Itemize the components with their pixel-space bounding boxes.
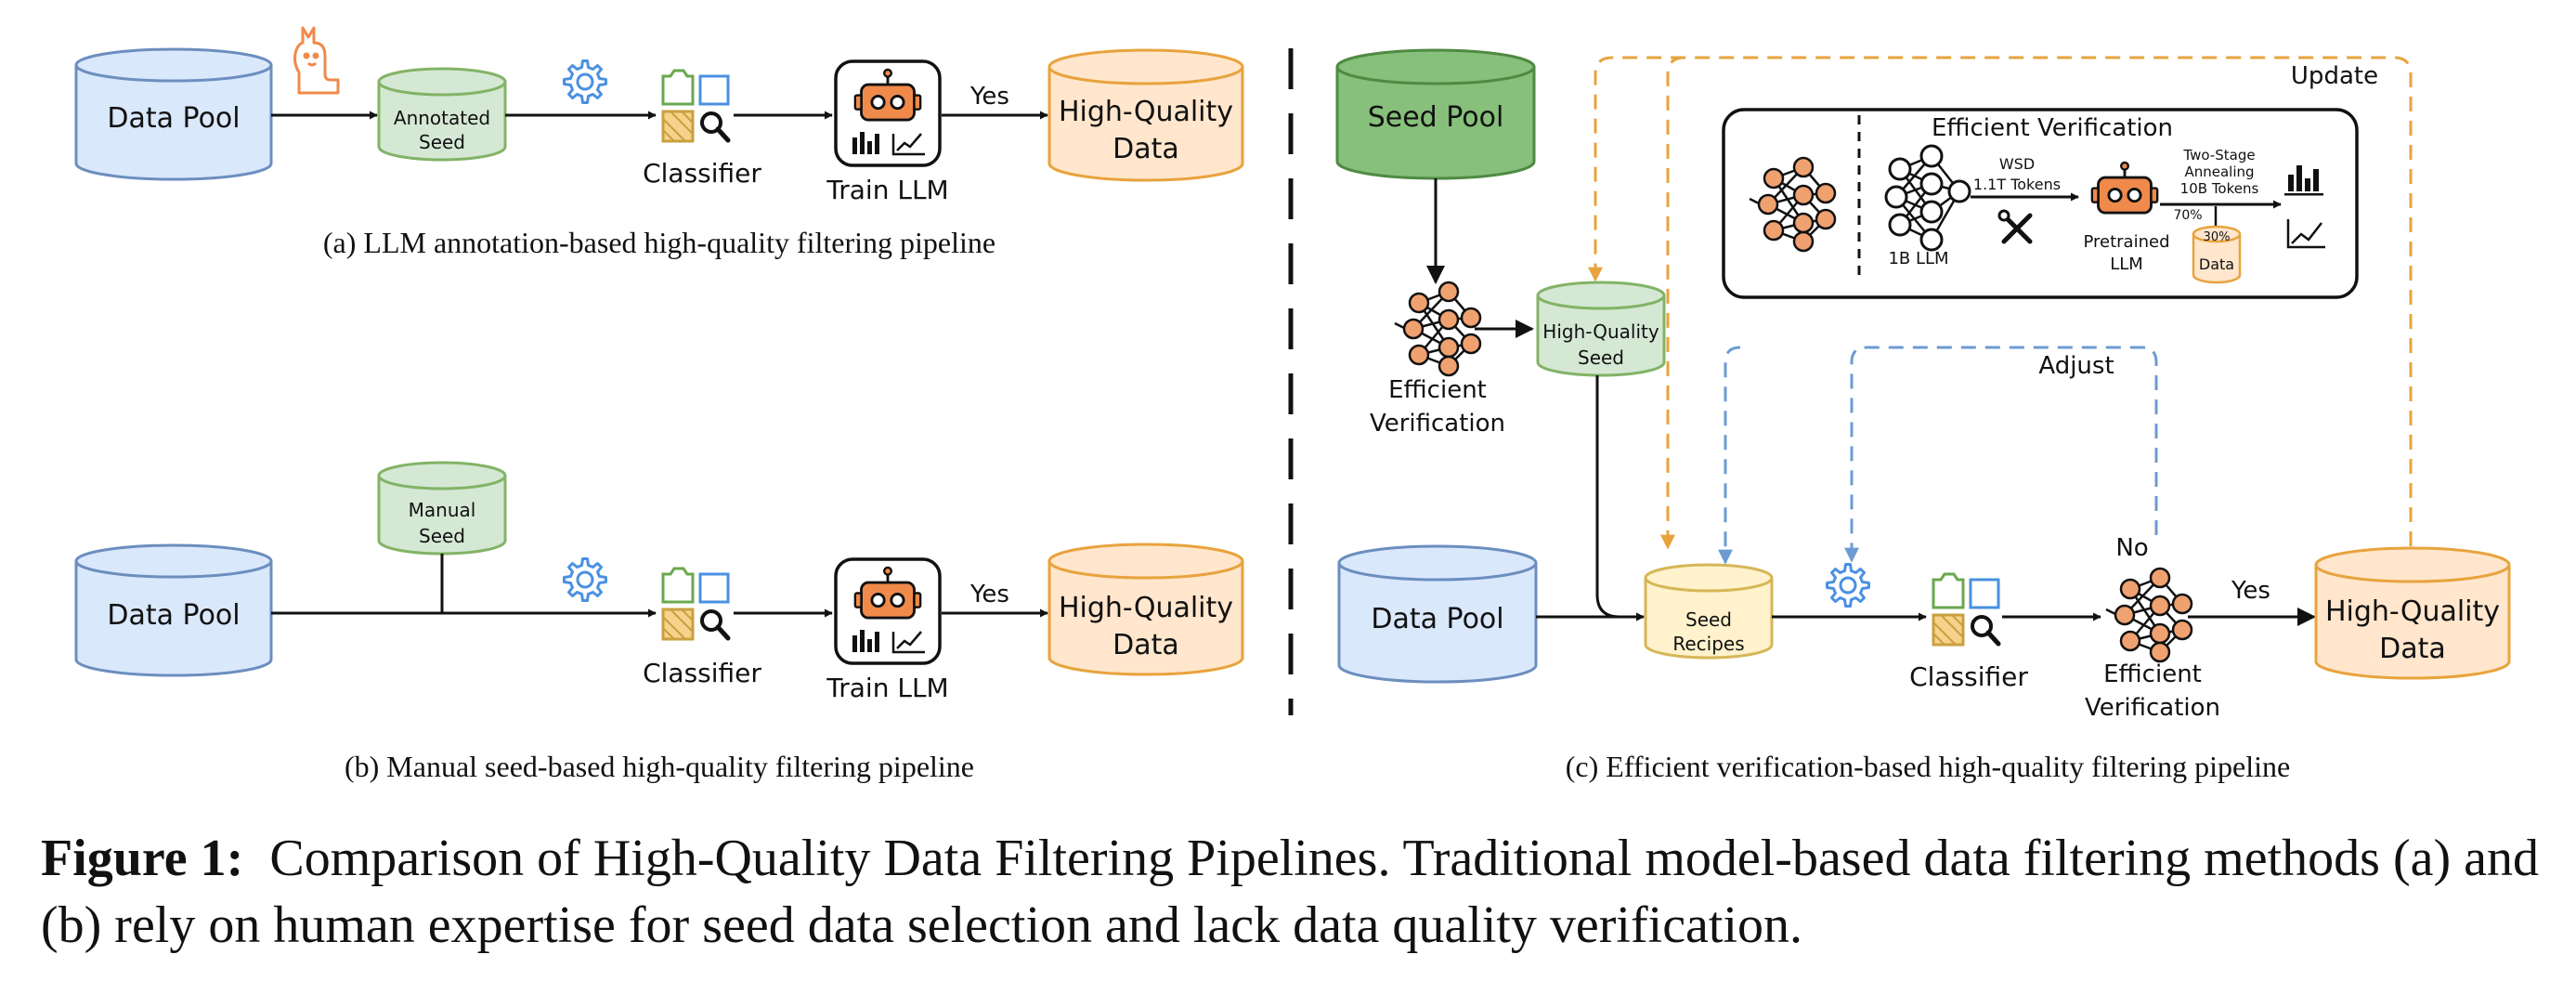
data-pool-c-label: Data Pool xyxy=(1371,603,1503,635)
figure-label: Figure 1: xyxy=(41,830,244,887)
figure-caption-text: Comparison of High-Quality Data Filterin… xyxy=(41,830,2540,954)
data-cylinder-small: 30% Data xyxy=(2192,225,2242,284)
bar-chart-icon xyxy=(2284,165,2323,196)
classifier-icon xyxy=(1933,574,1998,645)
neural-network-icon xyxy=(2104,567,2193,663)
hq-data-b-line2: Data xyxy=(1112,629,1179,661)
yes-b-label: Yes xyxy=(969,581,1009,608)
tokens-10b-label: 10B Tokens xyxy=(2180,180,2259,197)
data-pool-c: Data Pool xyxy=(1337,544,1538,684)
classifier-a-label: Classifier xyxy=(643,158,761,189)
pct-30-label: 30% xyxy=(2204,230,2231,244)
train-llm-b-label: Train LLM xyxy=(826,673,948,703)
caption-c: (c) Efficient verification-based high-qu… xyxy=(1566,750,2290,783)
gear-icon xyxy=(563,59,607,104)
hq-seed-line2: Seed xyxy=(1578,347,1624,369)
pretrained-line1: Pretrained xyxy=(2083,232,2169,252)
data-pool-b: Data Pool xyxy=(74,543,273,677)
hq-data-a: High-Quality Data xyxy=(1047,48,1244,182)
neural-network-icon xyxy=(1393,281,1482,377)
llama-icon xyxy=(293,26,340,95)
gear-icon xyxy=(563,557,607,602)
annotated-seed: Annotated Seed xyxy=(377,67,507,162)
neural-network-icon xyxy=(1884,144,1971,252)
caption-a: (a) LLM annotation-based high-quality fi… xyxy=(323,226,995,259)
seed-recipes: Seed Recipes xyxy=(1644,563,1774,660)
ev-box-title: Efficient Verification xyxy=(1932,114,2173,142)
figure-caption: Figure 1: Comparison of High-Quality Dat… xyxy=(41,825,2539,959)
update-loop xyxy=(1588,56,2413,550)
annotated-seed-line1: Annotated xyxy=(394,107,490,129)
ev-top-line1: Efficient xyxy=(1388,376,1487,404)
tokens-1-1t-label: 1.1T Tokens xyxy=(1973,176,2061,193)
seed-recipes-line2: Recipes xyxy=(1672,633,1744,655)
hq-data-c-line1: High-Quality xyxy=(2325,595,2500,628)
hq-data-a-line1: High-Quality xyxy=(1059,96,1233,128)
hq-data-b: High-Quality Data xyxy=(1047,543,1244,676)
tools-icon xyxy=(1997,209,2033,244)
classifier-c-label: Classifier xyxy=(1909,661,2028,692)
update-label: Update xyxy=(2291,62,2378,90)
adjust-label: Adjust xyxy=(2038,352,2114,380)
ev-bottom-line2: Verification xyxy=(2085,694,2220,722)
two-stage-label: Two-Stage xyxy=(2182,147,2255,163)
pct-70-label: 70% xyxy=(2173,208,2202,223)
hq-data-b-line1: High-Quality xyxy=(1059,592,1233,624)
panel-c: Update Adjust Seed Pool Efficient Verifi… xyxy=(1335,48,2511,783)
seed-pool: Seed Pool xyxy=(1335,48,1536,180)
hq-seed: High-Quality Seed xyxy=(1536,281,1666,377)
no-label: No xyxy=(2115,534,2148,562)
manual-seed: Manual Seed xyxy=(377,461,507,556)
caption-b: (b) Manual seed-based high-quality filte… xyxy=(345,750,974,783)
line-chart-icon xyxy=(2286,219,2325,249)
seed-recipes-line1: Seed xyxy=(1685,608,1732,631)
yes-c-label: Yes xyxy=(2231,577,2270,605)
hq-data-c-line2: Data xyxy=(2379,633,2446,665)
llm-1b-label: 1B LLM xyxy=(1888,249,1948,268)
annealing-label: Annealing xyxy=(2184,163,2254,180)
ev-bottom-line1: Efficient xyxy=(2103,660,2202,688)
wsd-label: WSD xyxy=(1999,155,2035,173)
seed-pool-label: Seed Pool xyxy=(1368,101,1504,134)
robot-icon xyxy=(836,61,940,165)
gear-icon xyxy=(1826,563,1870,608)
classifier-icon xyxy=(663,569,728,639)
data-pool-a-label: Data Pool xyxy=(107,102,240,135)
manual-seed-line1: Manual xyxy=(409,499,476,521)
panel-b: Manual Seed Data Pool Classifier Train L… xyxy=(74,461,1244,783)
adjust-loop xyxy=(1718,346,2158,565)
panel-a: Data Pool Annotated Seed Classifier Trai… xyxy=(74,26,1244,259)
hq-data-a-line2: Data xyxy=(1112,133,1179,165)
train-llm-a-label: Train LLM xyxy=(826,175,948,205)
yes-a-label: Yes xyxy=(969,83,1009,111)
classifier-b-label: Classifier xyxy=(643,658,761,688)
data-pool-a: Data Pool xyxy=(74,47,273,181)
robot-icon xyxy=(836,559,940,663)
hq-seed-line1: High-Quality xyxy=(1542,320,1659,343)
data-small-label: Data xyxy=(2199,255,2234,273)
classifier-icon xyxy=(663,71,728,141)
efficient-verification-box: Efficient Verification 1B LLM WSD xyxy=(1722,108,2359,299)
pretrained-line2: LLM xyxy=(2110,255,2143,274)
hq-data-c: High-Quality Data xyxy=(2314,546,2511,680)
manual-seed-line2: Seed xyxy=(419,525,465,547)
data-pool-b-label: Data Pool xyxy=(107,599,240,632)
annotated-seed-line2: Seed xyxy=(419,131,465,153)
ev-top-line2: Verification xyxy=(1370,410,1505,438)
